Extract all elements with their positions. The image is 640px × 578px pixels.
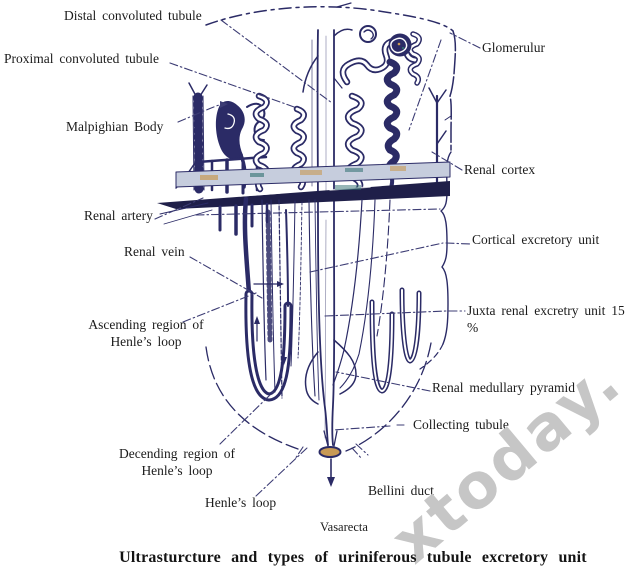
glomerulus <box>359 25 412 57</box>
leader-proximal <box>169 62 298 109</box>
leader-renal-cortex <box>431 151 463 171</box>
label-renal-artery: Renal artery <box>84 208 153 223</box>
label-malpighian-body: Malpighian Body <box>66 119 164 134</box>
label-glomerulur: Glomerulur <box>482 40 545 55</box>
leader-juxta <box>324 310 466 317</box>
distal-tubule-dark <box>383 58 401 177</box>
arcuate-vessel-bands <box>157 161 451 236</box>
label-proximal-convoluted-tubule: Proximal convoluted tubule <box>4 51 159 66</box>
leader-ascending <box>182 292 257 323</box>
label-collecting-tubule: Collecting tubule <box>413 417 509 432</box>
label-bellini-duct: Bellini duct <box>368 483 434 498</box>
label-henles-loop: Henle’s loop <box>205 495 277 510</box>
label-juxta-renal-excretry-unit: Juxta renal excretry unit 15 % <box>467 303 625 335</box>
label-ascending-henle: Ascending region of Henle’s loop <box>88 317 204 349</box>
leader-collecting <box>332 424 405 431</box>
label-distal-convoluted-tubule: Distal convoluted tubule <box>64 8 202 23</box>
leader-cortical <box>309 242 471 273</box>
label-cortical-excretory-unit: Cortical excretory unit <box>472 232 600 247</box>
label-decending-henle: Decending region of Henle’s loop <box>119 446 235 478</box>
loop-of-henle-bundle <box>242 196 422 402</box>
right-brace <box>440 151 452 345</box>
papilla-and-bellini-duct <box>318 446 342 487</box>
collecting-duct <box>302 28 357 447</box>
figure-caption: Ultrasturcture and types of uriniferous … <box>119 549 587 566</box>
medullary-pyramid-outline <box>205 342 432 452</box>
leader-lines <box>154 19 481 497</box>
label-vasarecta: Vasarecta <box>320 520 368 534</box>
leader-renal-artery <box>154 197 204 220</box>
label-renal-medullary-pyramid: Renal medullary pyramid <box>432 380 575 395</box>
leader-henles-loop <box>255 447 308 497</box>
label-renal-cortex: Renal cortex <box>464 162 536 177</box>
leader-pyramid <box>335 371 431 392</box>
leader-malpighian <box>177 103 223 123</box>
leader-glomerulur <box>449 32 481 49</box>
leader-distal <box>220 19 333 104</box>
leader-decending <box>219 390 275 445</box>
label-renal-vein: Renal vein <box>124 244 185 259</box>
leader-renal-vein <box>189 256 263 299</box>
